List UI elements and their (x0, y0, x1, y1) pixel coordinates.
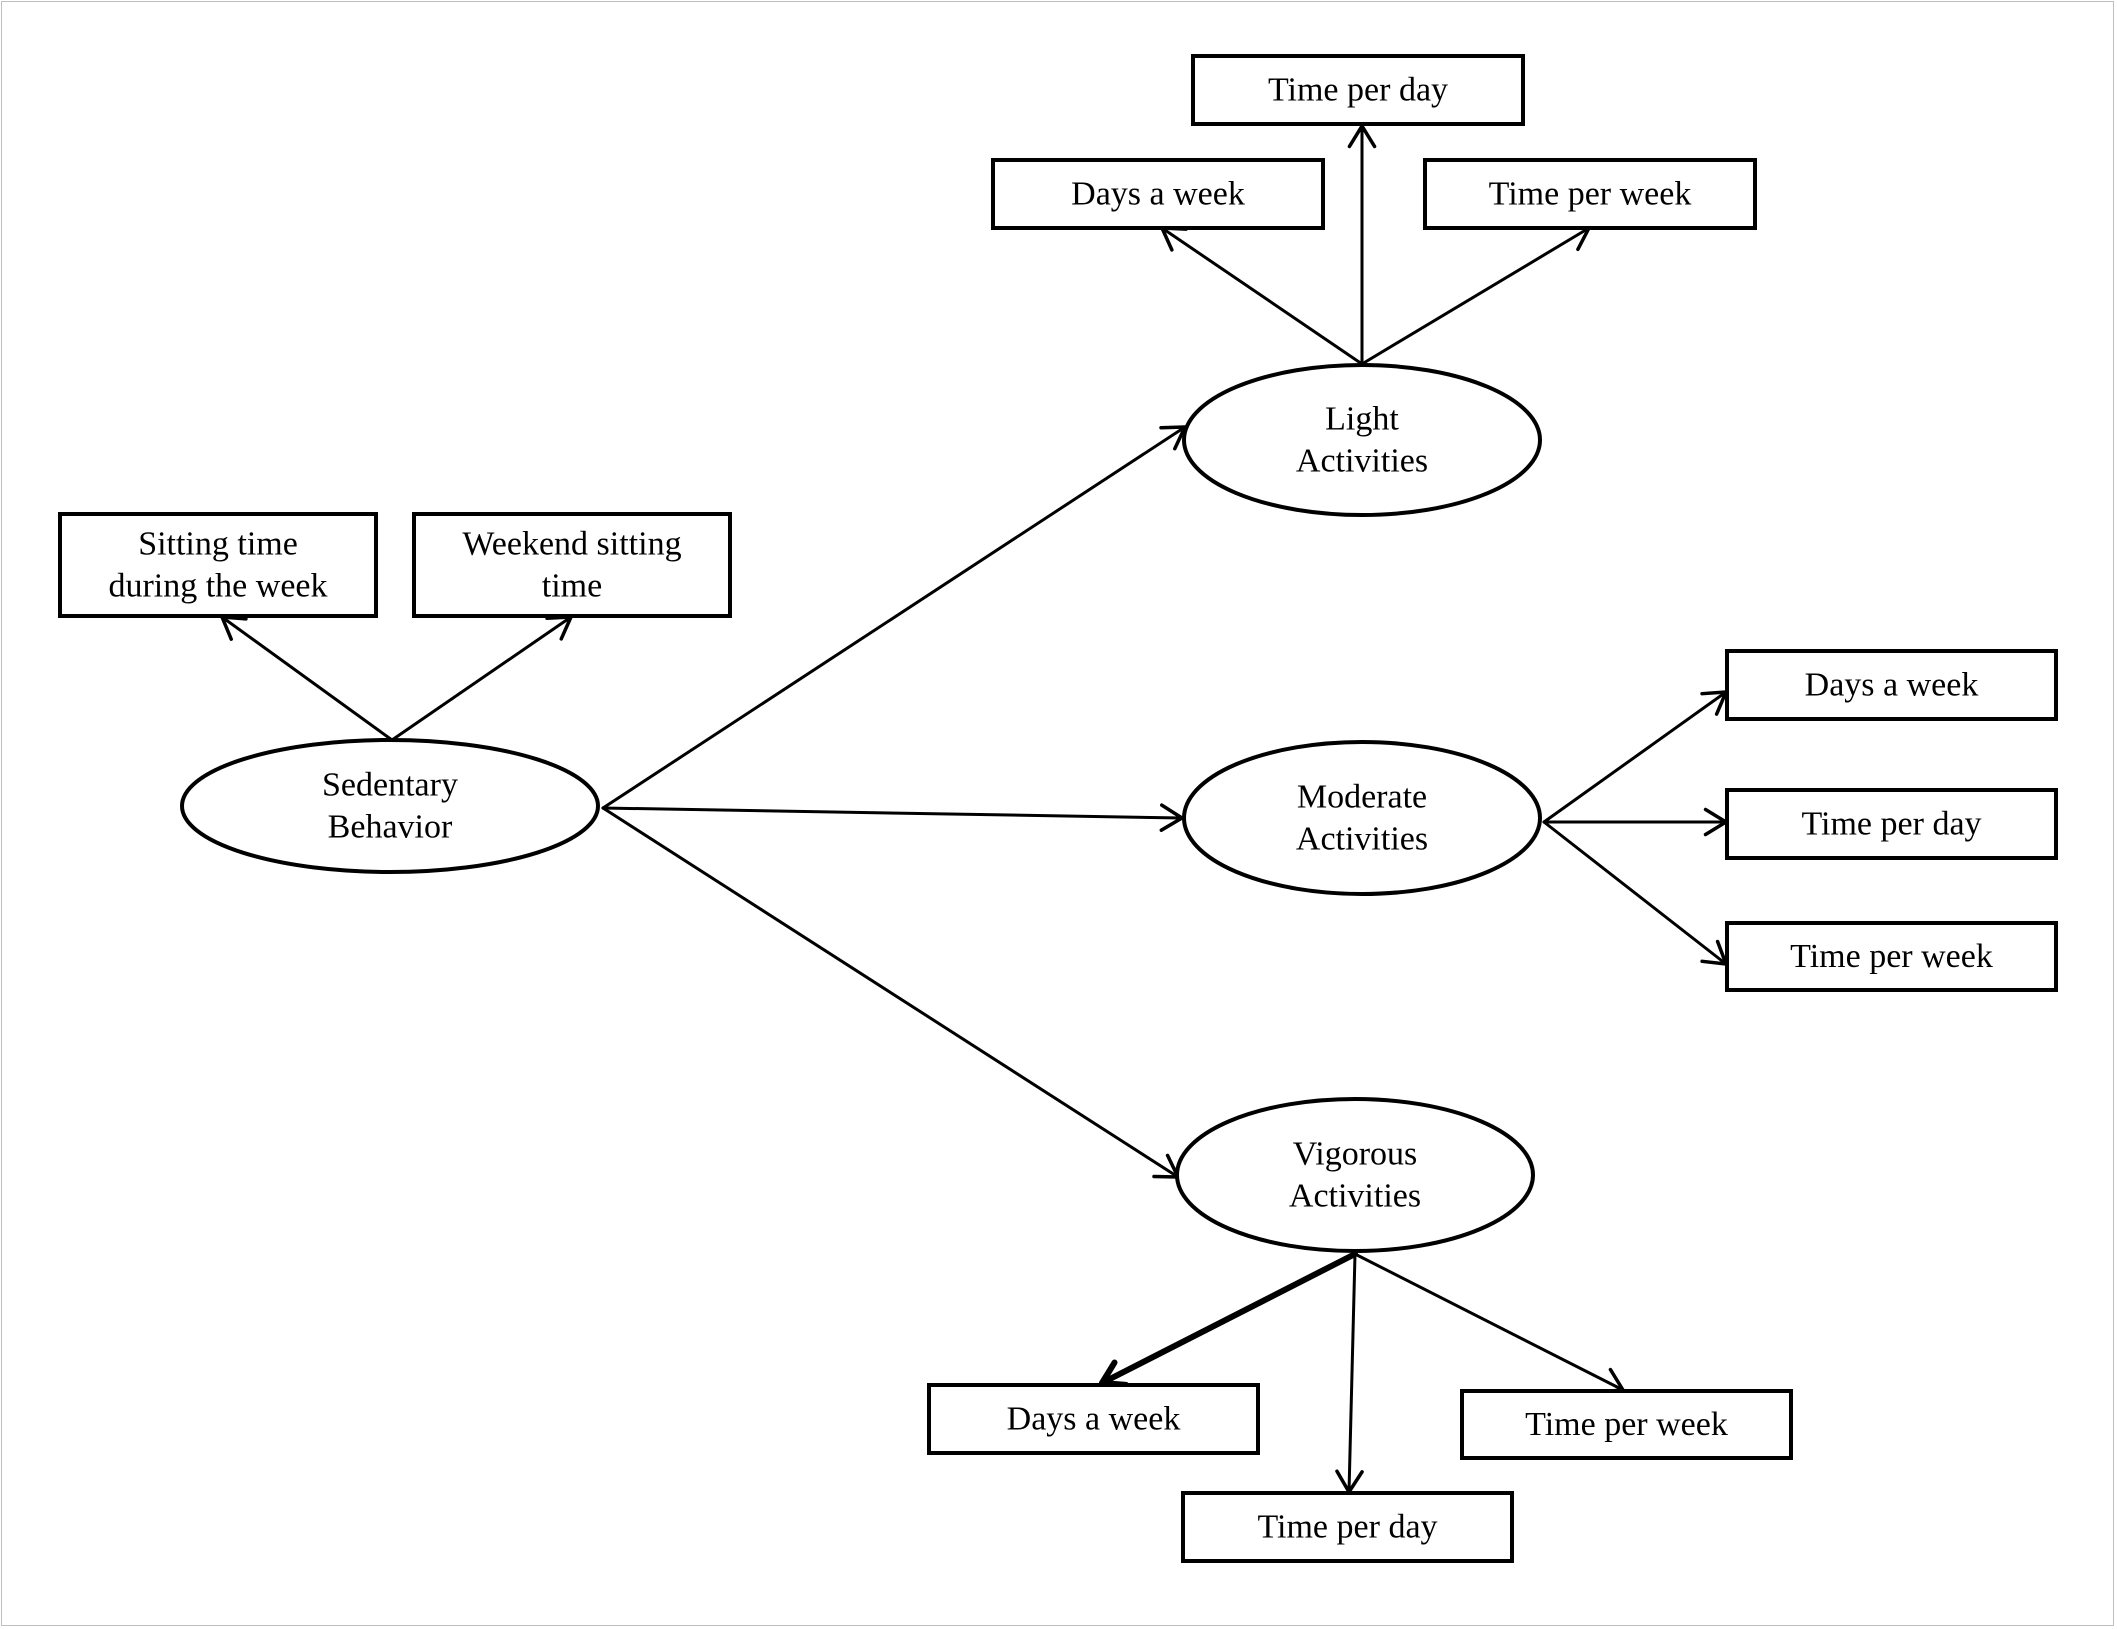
node-label-line: Weekend sitting (462, 526, 681, 563)
node-label-line: Sedentary (322, 767, 458, 804)
indicator-vigorous-time-week: Time per week (1460, 1389, 1793, 1460)
node-label-line: during the week (108, 568, 327, 605)
box-shape (1460, 1389, 1793, 1460)
node-label-line: Moderate (1297, 779, 1427, 816)
node-label-line: Days a week (1007, 1401, 1181, 1438)
node-label-line: time (542, 568, 602, 605)
edge-line (1099, 1251, 1358, 1386)
node-label-line: Activities (1289, 1178, 1421, 1215)
node-label-line: Activities (1296, 443, 1428, 480)
edge-moderate-to-moderate_days_week (1542, 690, 1728, 824)
edge-line (220, 615, 394, 742)
edge-line (601, 806, 1184, 820)
edge-line (1360, 226, 1591, 366)
box-shape (1725, 649, 2058, 721)
indicator-moderate-time-week: Time per week (1725, 921, 2058, 992)
edge-light-to-light_time_day (1347, 124, 1377, 366)
ellipse-shape (1175, 1097, 1535, 1253)
node-label-line: Vigorous (1293, 1136, 1418, 1173)
node-label-line: Days a week (1071, 176, 1245, 213)
box-shape (1725, 788, 2058, 860)
box-shape (58, 512, 378, 618)
indicator-vigorous-time-day: Time per day (1181, 1491, 1514, 1563)
box-shape (412, 512, 732, 618)
node-label-line: Sitting time (138, 526, 298, 563)
edge-line (1160, 226, 1364, 366)
indicator-moderate-days-week: Days a week (1725, 649, 2058, 721)
edge-sedentary-to-moderate (601, 803, 1184, 832)
edge-line (1347, 1252, 1357, 1494)
indicator-moderate-time-day: Time per day (1725, 788, 2058, 860)
edge-sedentary-to-vigorous (601, 806, 1180, 1179)
edge-vigorous-to-vigorous_days_week (1099, 1251, 1358, 1388)
node-label-line: Time per day (1268, 72, 1448, 109)
edge-line (1353, 1252, 1625, 1392)
box-shape (1191, 54, 1525, 126)
node-label-line: Time per day (1801, 806, 1981, 843)
node-label-line: Light (1325, 401, 1399, 438)
edge-light-to-light_time_week (1360, 226, 1591, 366)
box-shape (1181, 1491, 1514, 1563)
edge-line (601, 425, 1187, 810)
node-label-line: Activities (1296, 821, 1428, 858)
edge-line (1542, 690, 1728, 824)
box-shape (991, 158, 1325, 230)
nodes: SedentaryBehaviorLightActivitiesModerate… (58, 54, 2058, 1563)
edge-line (601, 806, 1180, 1179)
indicator-light-days-week: Days a week (991, 158, 1325, 230)
node-label-line: Days a week (1805, 667, 1979, 704)
indicator-vigorous-days-week: Days a week (927, 1383, 1260, 1455)
edge-line (390, 615, 573, 742)
indicator-weekend-sitting: Weekend sitting time (412, 512, 732, 618)
box-shape (1725, 921, 2058, 992)
ellipse-shape (180, 738, 600, 874)
node-label-line: Behavior (328, 809, 453, 846)
node-label-line: Time per day (1257, 1509, 1437, 1546)
edge-sedentary-to-sitting_week (220, 615, 394, 742)
indicator-light-time-day: Time per day (1191, 54, 1525, 126)
edge-line (1542, 820, 1728, 966)
ellipse-shape (1182, 740, 1542, 896)
edge-vigorous-to-vigorous_time_week (1353, 1252, 1625, 1394)
node-label-line: Time per week (1790, 938, 1993, 975)
ellipse-shape (1182, 363, 1542, 517)
indicator-light-time-week: Time per week (1423, 158, 1757, 230)
node-label-line: Time per week (1525, 1406, 1728, 1443)
edge-light-to-light_days_week (1160, 226, 1364, 366)
edge-sedentary-to-weekend_sitting (390, 615, 573, 742)
edge-moderate-to-moderate_time_week (1542, 820, 1728, 966)
node-label-line: Time per week (1489, 176, 1692, 213)
indicator-sitting-week: Sitting time during the week (58, 512, 378, 618)
edge-moderate-to-moderate_time_day (1542, 807, 1728, 837)
box-shape (1423, 158, 1757, 230)
edge-vigorous-to-vigorous_time_day (1335, 1252, 1364, 1494)
box-shape (927, 1383, 1260, 1455)
